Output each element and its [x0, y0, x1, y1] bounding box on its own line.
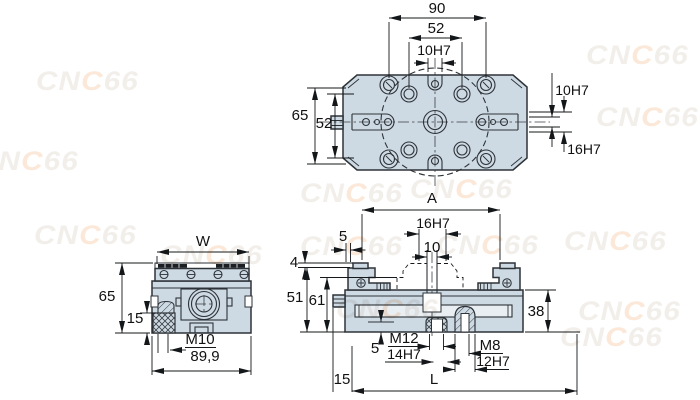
dim-10h7-top-label: 10H7: [417, 42, 451, 58]
dim-4-label: 4: [290, 254, 298, 271]
dim-65-front-label: 65: [99, 288, 116, 305]
dim-38-label: 38: [528, 303, 545, 320]
pitch-circle-holes: [400, 85, 471, 159]
front-center-boss: [175, 287, 233, 321]
keyway-slots: [351, 75, 519, 170]
top-view: 90 52 10H7 65 52 10H7: [292, 0, 601, 186]
side-view-dimensions: A 16H7 10 5 4 51: [287, 190, 580, 395]
hatched-block: [152, 312, 176, 334]
dim-15-front-label: 15: [127, 310, 144, 327]
dim-899-label: 89,9: [190, 348, 219, 365]
side-view: A 16H7 10 5 4 51: [287, 190, 580, 395]
top-view-dimensions: 90 52 10H7 65 52 10H7: [292, 0, 601, 165]
dim-m8-label: M8: [480, 337, 501, 354]
serration-strip-left: [158, 264, 187, 268]
dim-65-left-label: 65: [292, 107, 309, 124]
dim-90-label: 90: [429, 0, 446, 17]
side-left-block: [332, 294, 346, 308]
left-key-tab: [330, 115, 344, 130]
dim-12h7-label: 12H7: [476, 353, 510, 369]
front-view-dimensions: W 65 15 M10 89,9: [99, 233, 252, 375]
dim-m12-label: M12: [389, 330, 418, 347]
dim-15-side-label: 15: [334, 371, 351, 388]
dim-a-label: A: [427, 190, 437, 207]
dim-14h7-label: 14H7: [387, 346, 421, 362]
center-bore: [422, 109, 448, 135]
bolt-circle-dashed: [380, 67, 490, 177]
dim-10h7-right-label: 10H7: [555, 82, 589, 98]
m10-stud: [157, 300, 175, 314]
dim-5-top-label: 5: [339, 228, 347, 245]
front-screw-holes: [159, 269, 249, 280]
dim-61-label: 61: [309, 292, 326, 309]
dim-16h7-right-label: 16H7: [567, 141, 601, 157]
dim-16h7-side-label: 16H7: [416, 215, 450, 231]
corner-holes: [379, 75, 496, 169]
tenon-dashed-profile: [396, 263, 464, 289]
front-view: W 65 15 M10 89,9: [99, 233, 253, 375]
dim-l-label: L: [430, 371, 438, 388]
dim-5-bottom-label: 5: [371, 340, 379, 357]
dim-w-label: W: [196, 233, 211, 250]
dim-51-label: 51: [287, 289, 304, 306]
dim-m10-label: M10: [185, 331, 214, 348]
dim-10-label: 10: [424, 239, 441, 256]
serration-strip-right: [216, 264, 245, 268]
dim-52-label: 52: [428, 20, 445, 37]
dim-52-left-label: 52: [316, 115, 333, 132]
